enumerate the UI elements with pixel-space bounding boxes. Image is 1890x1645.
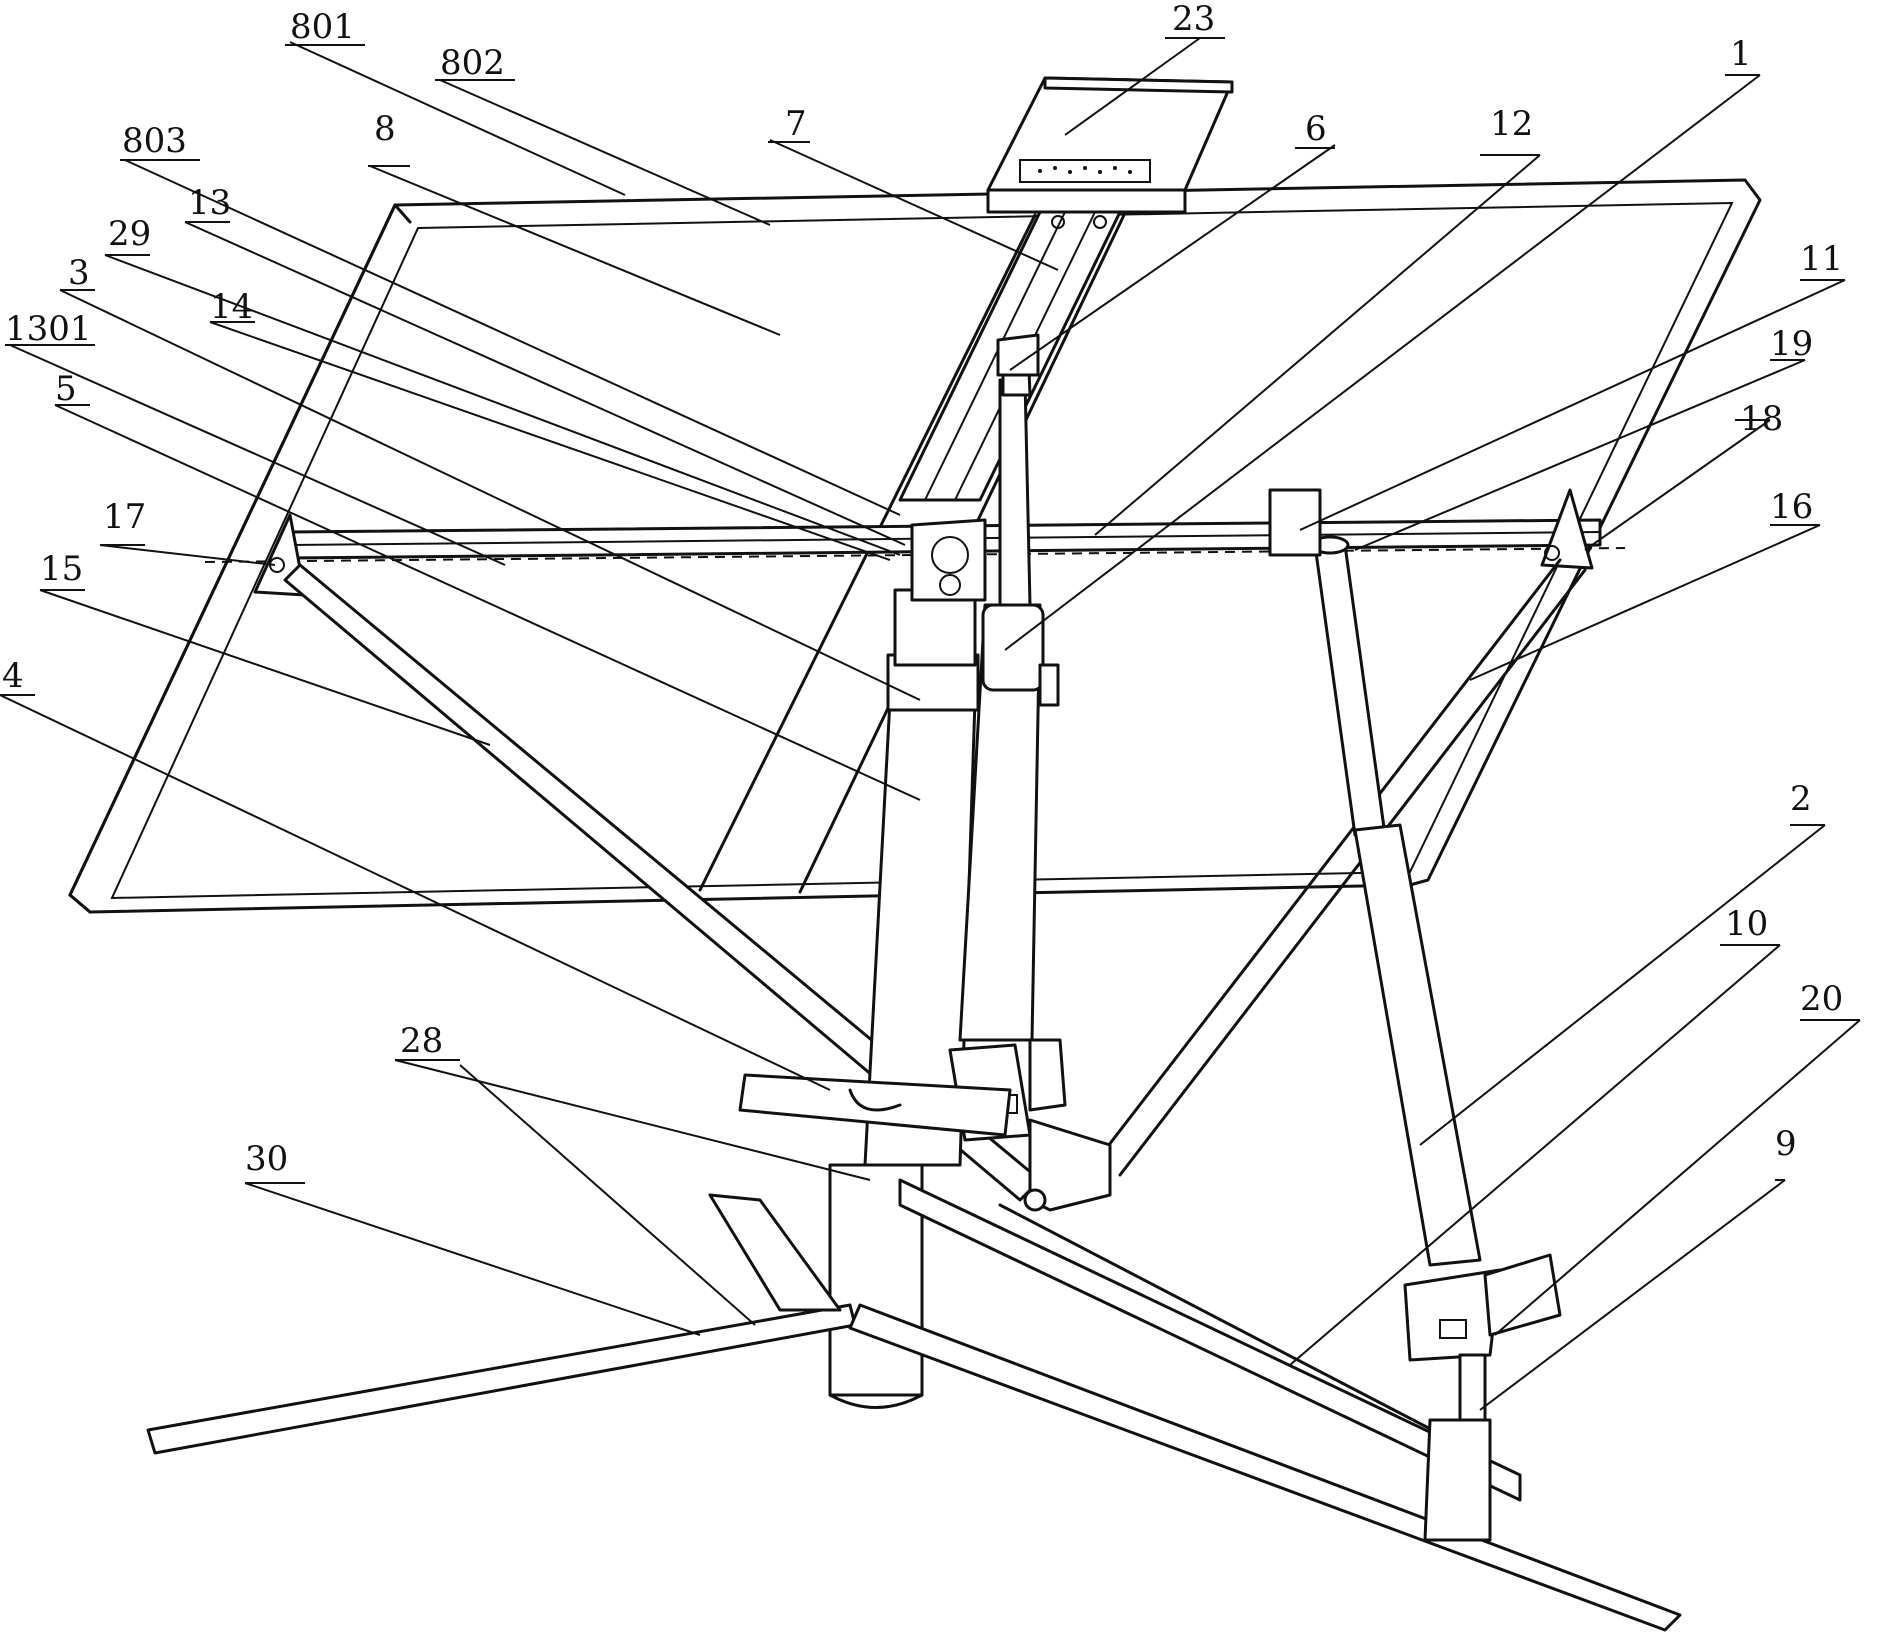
callout-4: 4 [2,656,24,696]
base-cross-bar [738,1073,1012,1137]
right-triangle-bracket [1540,488,1594,570]
callout-10: 10 [1725,904,1768,944]
callout-801: 801 [290,7,355,47]
main-column [828,518,987,1409]
callout-16: 16 [1770,487,1813,527]
callout-6: 6 [1305,109,1327,149]
callout-11: 11 [1800,239,1843,279]
callout-15: 15 [40,549,83,589]
callout-29: 29 [108,214,151,254]
callout-labels: 801 802 23 803 8 7 6 12 1 13 29 3 14 130… [2,0,1843,1179]
sensor-box [986,76,1234,214]
callout-7: 7 [785,104,807,144]
callout-14: 14 [210,287,253,327]
callout-20: 20 [1800,979,1843,1019]
callout-23: 23 [1172,0,1215,39]
callout-18: 18 [1740,399,1783,439]
ground-spike [708,1193,842,1312]
callout-803: 803 [122,121,187,161]
callout-19: 19 [1770,324,1813,364]
leader-lines [0,37,1861,1411]
callout-1: 1 [1730,34,1752,74]
callout-12: 12 [1490,104,1533,144]
callout-17: 17 [103,497,146,537]
callout-9: 9 [1775,1124,1797,1164]
callout-802: 802 [440,43,505,83]
callout-8: 8 [374,109,396,149]
callout-28: 28 [400,1021,443,1061]
ground-leg-right [848,1303,1682,1632]
right-diagonal-strut [1103,558,1587,1177]
callout-3: 3 [68,253,90,293]
ground-leg-left [146,1303,857,1455]
callout-30: 30 [245,1139,288,1179]
callout-5: 5 [55,369,77,409]
linear-actuator-upper [958,333,1060,1042]
sensor-dots [1038,166,1132,174]
callout-1301: 1301 [5,309,92,349]
right-actuator [1268,488,1562,1542]
callout-2: 2 [1790,779,1812,819]
long-cross-beam [898,1178,1522,1502]
callout-13: 13 [188,183,231,223]
